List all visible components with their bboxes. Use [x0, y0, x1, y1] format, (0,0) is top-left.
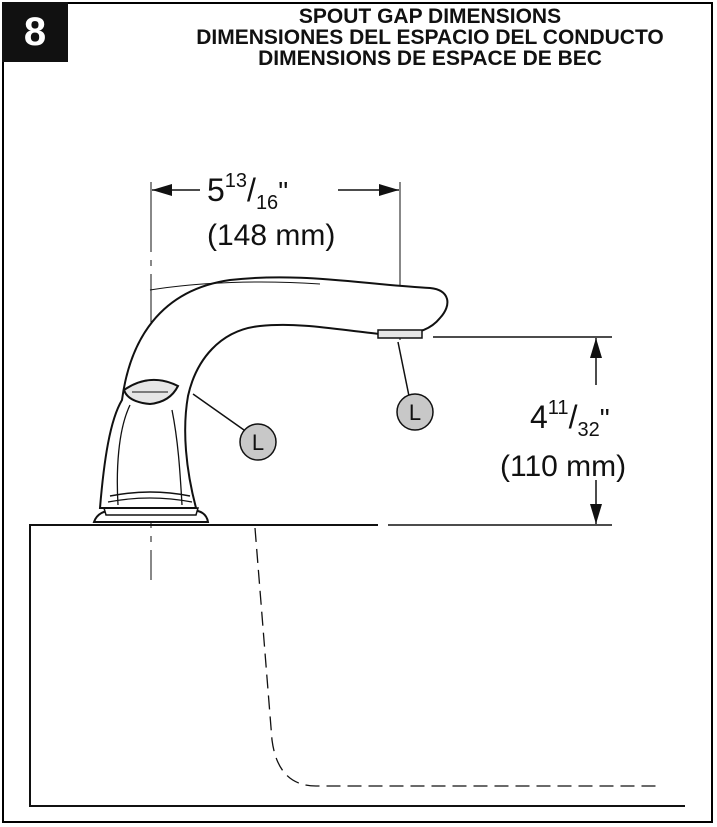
- svg-text:L: L: [409, 400, 421, 425]
- title-english: SPOUT GAP DIMENSIONS: [298, 5, 562, 28]
- callout-leader-left: [192, 393, 245, 431]
- horizontal-dimension-arrows: [152, 184, 399, 196]
- horizontal-dimension-metric: (148 mm): [207, 219, 335, 252]
- basin-outline-dashed: [254, 527, 660, 787]
- title-spanish: DIMENSIONES DEL ESPACIO DEL CONDUCTO: [196, 26, 664, 49]
- vertical-dimension-imperial: 411/32": [530, 397, 610, 441]
- callout-right: L: [396, 393, 434, 431]
- callout-leader-right: [397, 341, 410, 397]
- step-number-badge: 8: [2, 2, 68, 62]
- callout-left: L: [239, 423, 277, 461]
- horizontal-dimension-imperial: 513/16": [207, 170, 288, 214]
- faucet-spout: [92, 276, 449, 523]
- title-french: DIMENSIONS DE ESPACE DE BEC: [258, 47, 602, 70]
- figure-title: SPOUT GAP DIMENSIONS DIMENSIONES DEL ESP…: [150, 6, 710, 69]
- svg-text:L: L: [252, 430, 264, 455]
- countertop: [29, 524, 685, 807]
- vertical-dimension-metric: (110 mm): [500, 450, 626, 483]
- vertical-dimension-arrows: [590, 338, 602, 524]
